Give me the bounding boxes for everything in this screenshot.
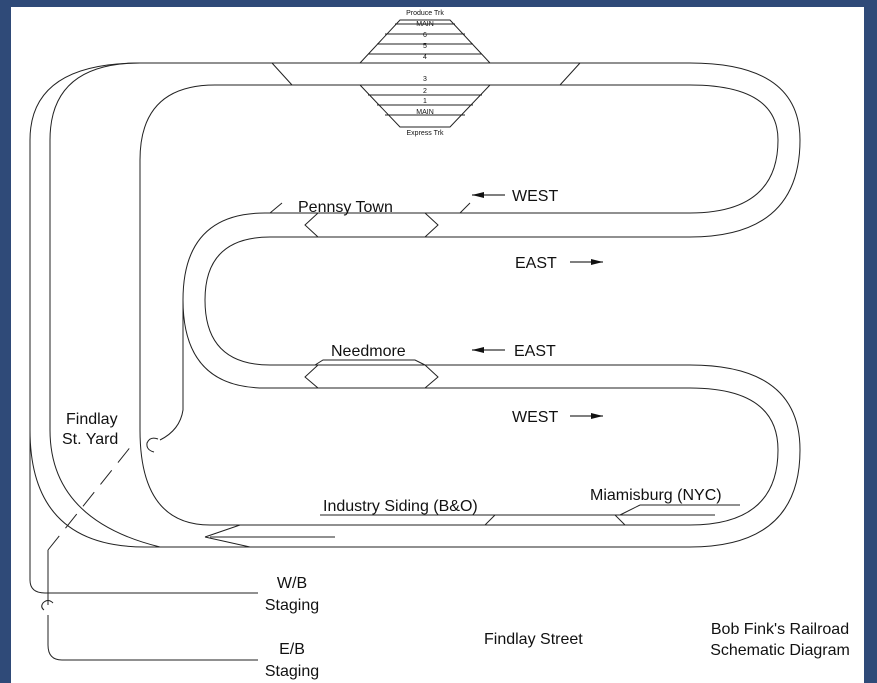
eb-staging-track [47, 550, 258, 661]
yard-track-label: 6 [423, 32, 427, 39]
diagram-canvas [11, 7, 864, 683]
findlay-yard-label: St. Yard [62, 431, 118, 448]
inner-main-track [139, 84, 779, 526]
arrow-east-mid [472, 347, 505, 353]
yard-track-label: MAIN [416, 109, 434, 116]
direction-label: EAST [515, 255, 557, 272]
direction-label: EAST [514, 343, 556, 360]
miamisburg-label: Miamisburg (NYC) [590, 487, 722, 504]
yard-track-label: 5 [423, 43, 427, 50]
yard-track-label: Produce Trk [406, 10, 444, 17]
direction-label: WEST [512, 409, 558, 426]
wb-staging-track [29, 430, 258, 594]
yard-track-label: MAIN [416, 21, 434, 28]
wb-staging-label: Staging [265, 597, 319, 614]
needmore-label: Needmore [331, 343, 406, 360]
arrow-east-top [570, 259, 603, 265]
industry-siding-label: Industry Siding (B&O) [323, 498, 478, 515]
findlay-street-label: Findlay Street [484, 631, 583, 648]
pennsy-town-label: Pennsy Town [298, 199, 393, 216]
arrow-west-mid [570, 413, 603, 419]
outer-main-track [29, 62, 801, 548]
needmore-siding [304, 364, 439, 389]
reverse-loop-symbol-staging [41, 600, 54, 611]
yard-track-label: 3 [423, 76, 427, 83]
yard-ladder-bottom [358, 84, 492, 128]
findlay-yard-lead [159, 300, 184, 441]
diagram-title: Bob Fink's Railroad [711, 621, 849, 638]
yard-track-label: 1 [423, 98, 427, 105]
arrow-west-top [472, 192, 505, 198]
yard-track-label: Express Trk [407, 130, 444, 137]
wb-staging-label: W/B [277, 575, 307, 592]
eb-staging-label: Staging [265, 663, 319, 680]
reverse-loop-symbol-yard [146, 437, 159, 453]
direction-label: WEST [512, 188, 558, 205]
eb-staging-label: E/B [279, 641, 305, 658]
findlay-yard-label: Findlay [66, 411, 118, 428]
yard-track-label: 4 [423, 54, 427, 61]
pennsy-town-siding [304, 212, 439, 238]
diagram-subtitle: Schematic Diagram [710, 642, 850, 659]
yard-track-label: 2 [423, 88, 427, 95]
left-connector-track [49, 62, 161, 548]
